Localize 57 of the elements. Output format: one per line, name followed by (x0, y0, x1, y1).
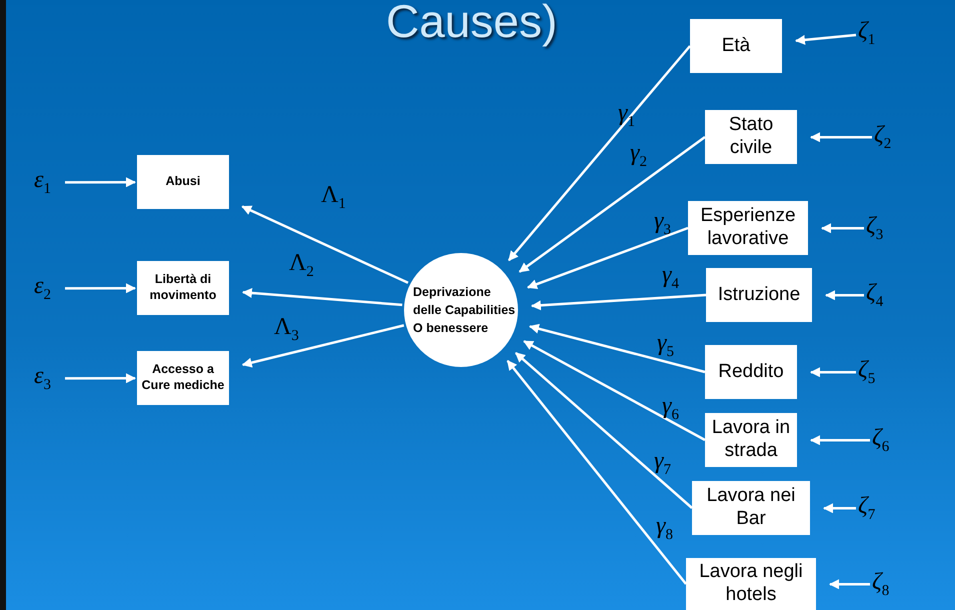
path-coefficient-label: γ$_{6}$ (662, 393, 679, 424)
latent-variable-circle: Deprivazione delle Capabilities O benessere (404, 253, 518, 367)
arrow (506, 360, 687, 585)
cause-box: Lavora negli hotels (686, 558, 816, 610)
cause-box: Esperienze lavorative (688, 201, 808, 255)
indicator-box: Abusi (137, 155, 229, 209)
error-term-symbol: ζ$_{3}$ (866, 213, 884, 244)
arrow (242, 288, 402, 306)
arrow (810, 367, 856, 378)
cause-box: Reddito (705, 345, 797, 399)
error-term-symbol: ζ$_{7}$ (858, 493, 876, 524)
cause-box: Stato civile (705, 110, 797, 164)
error-term-symbol: ε$_{3}$ (34, 363, 51, 394)
path-coefficient-label: γ$_{7}$ (654, 448, 671, 479)
arrow (518, 136, 706, 273)
cause-box: Istruzione (706, 268, 812, 322)
arrow (65, 373, 136, 384)
arrow (65, 283, 136, 294)
arrow (242, 324, 404, 368)
path-coefficient-label: Λ$_{3}$ (274, 314, 299, 345)
arrow (810, 132, 872, 142)
error-term-symbol: ζ$_{5}$ (858, 357, 876, 388)
arrow (821, 223, 864, 234)
indicator-box: Libertà di movimento (137, 261, 229, 315)
path-coefficient-label: Λ$_{2}$ (289, 250, 314, 281)
arrow (795, 34, 856, 45)
error-term-symbol: ε$_{1}$ (34, 167, 51, 198)
error-term-symbol: ζ$_{8}$ (872, 569, 890, 600)
arrow (825, 290, 864, 300)
arrow (530, 294, 706, 310)
error-term-symbol: ζ$_{6}$ (872, 425, 890, 456)
arrow (241, 205, 409, 284)
error-term-symbol: ε$_{2}$ (34, 273, 51, 304)
path-coefficient-label: γ$_{5}$ (657, 330, 674, 361)
path-coefficient-label: Λ$_{1}$ (321, 182, 346, 213)
path-coefficient-label: γ$_{3}$ (654, 208, 671, 239)
path-coefficient-label: γ$_{8}$ (656, 513, 673, 544)
path-coefficient-label: γ$_{2}$ (630, 140, 647, 171)
arrow (508, 45, 691, 262)
error-term-symbol: ζ$_{2}$ (874, 122, 892, 153)
slide-title: Causes) (386, 0, 558, 48)
arrow (829, 579, 870, 590)
arrow (810, 435, 870, 446)
path-coefficient-label: γ$_{4}$ (662, 262, 679, 293)
error-term-symbol: ζ$_{1}$ (858, 18, 876, 49)
cause-box: Età (690, 19, 782, 73)
arrow (823, 503, 856, 514)
error-term-symbol: ζ$_{4}$ (866, 280, 884, 311)
arrow (514, 352, 693, 509)
arrow (526, 226, 688, 289)
path-coefficient-label: γ$_{1}$ (618, 100, 635, 131)
indicator-box: Accesso a Cure mediche (137, 351, 229, 405)
cause-box: Lavora nei Bar (692, 481, 810, 535)
cause-box: Lavora in strada (705, 413, 797, 467)
arrow (528, 324, 706, 374)
arrow (65, 177, 136, 188)
arrow (523, 340, 706, 442)
